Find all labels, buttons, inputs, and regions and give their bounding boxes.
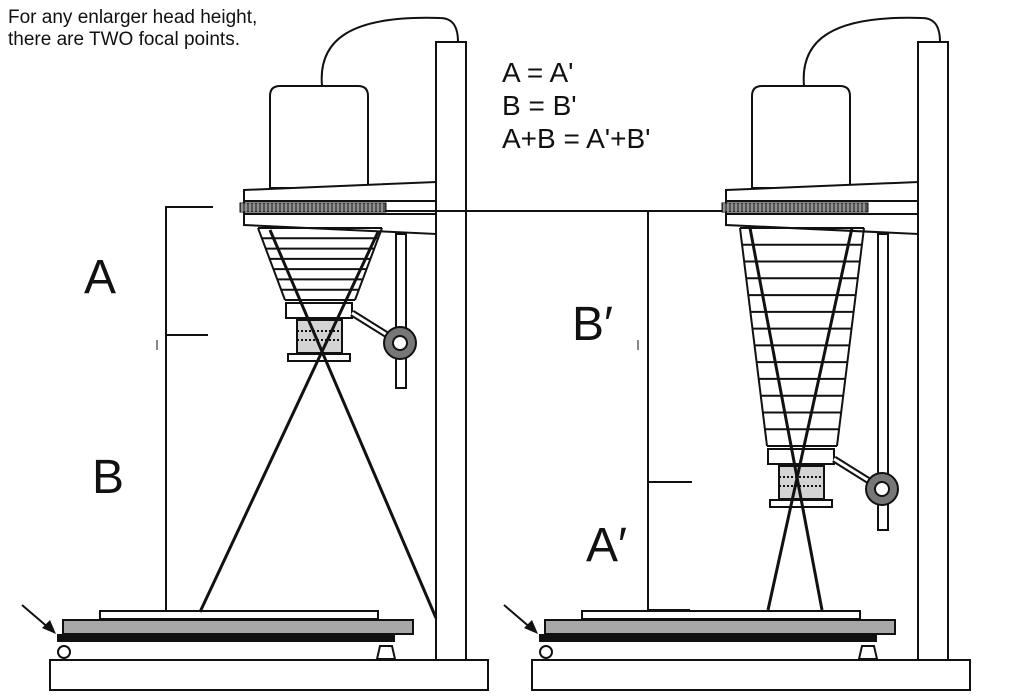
bellows-side: [354, 227, 383, 301]
lamp-house: [751, 85, 851, 189]
easel-board: [62, 619, 414, 635]
focus-rod: [877, 233, 889, 531]
focus-knob-hole: [874, 481, 890, 497]
easel-base: [539, 634, 877, 642]
equation-sum: A+B = A'+B': [502, 123, 651, 154]
negative-carrier: [721, 202, 869, 213]
label-a-prime: A′: [586, 519, 628, 572]
equation-b: B = B': [502, 90, 577, 121]
negative-carrier: [239, 202, 387, 213]
baseboard: [531, 659, 971, 691]
lamp-house: [269, 85, 369, 189]
leveling-foot-icon: [57, 645, 71, 659]
column: [917, 41, 949, 661]
caption-line-2: there are TWO focal points.: [8, 29, 240, 50]
baseboard: [49, 659, 489, 691]
focus-knob-hole: [392, 335, 408, 351]
column: [435, 41, 467, 661]
foot: [375, 645, 397, 660]
light-ray: [268, 229, 438, 619]
power-cable: [802, 16, 941, 87]
dimension-lines: [156, 206, 722, 612]
bellows-side: [257, 227, 286, 301]
enlarger-left: [21, 16, 489, 691]
focus-arm-inner: [351, 311, 393, 340]
light-ray: [766, 227, 854, 611]
label-a: A: [84, 251, 117, 304]
dimension-a-bracket: [165, 206, 213, 336]
leveling-foot-icon: [539, 645, 553, 659]
power-cable: [320, 16, 459, 87]
focus-arm-inner: [833, 457, 875, 486]
caption-line-1: For any enlarger head height,: [8, 7, 258, 28]
bellows-side: [836, 227, 865, 447]
bellows-side: [739, 227, 768, 447]
foot: [857, 645, 879, 660]
arrow-head-icon: [42, 620, 56, 634]
light-ray: [198, 231, 380, 613]
light-ray: [748, 227, 824, 611]
arrow-head-icon: [524, 620, 538, 634]
easel-base: [57, 634, 395, 642]
easel-board: [544, 619, 896, 635]
equation-a: A = A': [502, 57, 574, 88]
paper: [581, 610, 861, 620]
label-b-prime: B′: [572, 298, 614, 351]
focus-rod: [395, 233, 407, 389]
label-b: B: [92, 451, 125, 504]
paper: [99, 610, 379, 620]
